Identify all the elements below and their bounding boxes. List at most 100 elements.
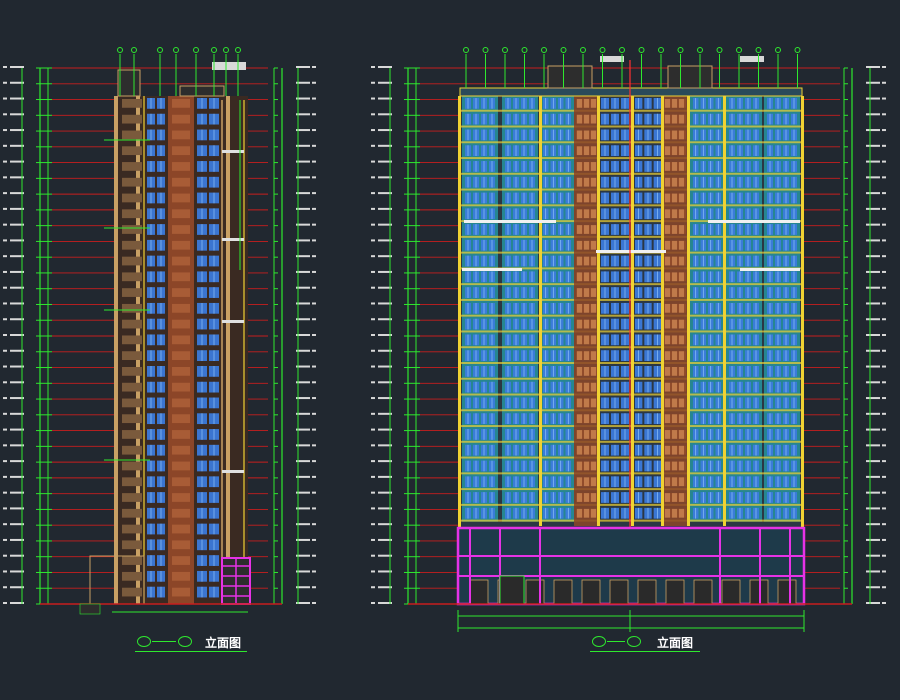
right-axis-bubble-top — [755, 47, 762, 53]
right-core-window — [577, 319, 582, 329]
left-outer-r-elev-mark — [312, 302, 316, 305]
right-core-window — [577, 382, 582, 392]
right-core-window — [577, 162, 582, 171]
right-core-window — [679, 114, 684, 124]
left-core-window — [172, 556, 190, 565]
left-side-window — [122, 587, 142, 597]
right-frame — [597, 96, 600, 526]
left-core-window — [172, 430, 190, 439]
left-side-window — [122, 272, 142, 282]
right-outer-elev-label — [378, 129, 392, 132]
left-side-window — [122, 130, 142, 140]
right-outer-r-elev-label — [866, 538, 880, 541]
right-core-window — [584, 461, 589, 471]
left-outer-elev-label — [10, 81, 24, 84]
right-core-window — [665, 240, 670, 250]
right-core-window — [665, 303, 670, 313]
right-outer-elev-label — [378, 349, 392, 352]
right-axis-bubble-top — [482, 47, 489, 53]
right-core-window — [665, 414, 670, 424]
right-core-window — [591, 162, 596, 171]
right-outer-elev-label — [378, 286, 392, 289]
left-outer-elev-mark — [3, 523, 7, 526]
right-outer-elev-label — [378, 318, 392, 321]
right-core-window — [665, 508, 670, 518]
right-core-window — [665, 162, 670, 171]
right-outer-elev-label — [378, 586, 392, 589]
right-frame — [687, 96, 690, 526]
right-outer-elev-label — [378, 239, 392, 242]
left-outer-elev-mark — [3, 129, 7, 132]
right-outer-r-elev-label — [866, 554, 880, 557]
right-outer-r-elev-mark — [882, 554, 886, 557]
left-side-window — [122, 351, 142, 360]
right-ledge — [462, 268, 522, 271]
right-shopfront — [469, 579, 489, 605]
right-core-window — [584, 414, 589, 424]
right-core-window — [672, 430, 677, 439]
left-outer-elev-label — [10, 444, 24, 447]
left-outer-elev-mark — [3, 176, 7, 179]
left-outer-elev-label — [10, 570, 24, 573]
left-outer-elev-mark — [3, 318, 7, 321]
left-outer-r-elev-label — [296, 412, 310, 415]
right-core-window — [679, 99, 684, 108]
left-outer-r-elev-mark — [312, 144, 316, 147]
left-outer-elev-label — [10, 491, 24, 494]
left-core-window — [172, 367, 190, 376]
left-core-window — [172, 335, 190, 345]
right-core-window — [679, 256, 684, 266]
right-core-window — [584, 367, 589, 376]
right-core-window — [672, 508, 677, 518]
right-core-window — [584, 240, 589, 250]
left-outer-elev-label — [10, 239, 24, 242]
left-outer-r-elev-mark — [312, 97, 316, 100]
left-outer-elev-label — [10, 302, 24, 305]
right-outer-elev-label — [378, 570, 392, 573]
right-core-window — [679, 351, 684, 360]
right-outer-elev-label — [378, 365, 392, 368]
left-outer-r-elev-label — [296, 81, 310, 84]
left-side-window — [122, 571, 142, 581]
left-outer-elev-mark — [3, 491, 7, 494]
left-outer-elev-mark — [3, 554, 7, 557]
right-core-window — [591, 382, 596, 392]
left-side-window — [122, 414, 142, 424]
left-outer-r-elev-mark — [312, 365, 316, 368]
left-outer-r-elev-mark — [312, 349, 316, 352]
left-outer-elev-mark — [3, 144, 7, 147]
right-outer-elev-label — [378, 270, 392, 273]
right-shopfront — [721, 579, 741, 605]
left-outer-r-elev-mark — [312, 507, 316, 510]
right-core-window — [591, 398, 596, 408]
left-callout-text — [222, 470, 244, 473]
left-core-window — [172, 146, 190, 156]
left-outer-elev-label — [10, 160, 24, 163]
left-outer-elev-label — [10, 223, 24, 226]
right-outer-r-elev-label — [866, 176, 880, 179]
right-outer-elev-label — [378, 507, 392, 510]
left-outer-elev-mark — [3, 381, 7, 384]
left-side-window — [122, 445, 142, 455]
right-core-window — [591, 130, 596, 140]
left-outer-r-elev-mark — [312, 66, 316, 68]
right-outer-r-elev-label — [866, 270, 880, 273]
right-core-window — [584, 256, 589, 266]
left-outer-elev-label — [10, 349, 24, 352]
left-core-window — [172, 162, 190, 171]
right-outer-elev-label — [378, 491, 392, 494]
right-axis-bubble-top — [463, 47, 469, 53]
right-core-window — [672, 461, 677, 471]
left-outer-r-elev-label — [296, 334, 310, 336]
right-axis-bubble-top — [736, 47, 742, 53]
left-outer-r-elev-mark — [312, 334, 316, 336]
right-core-window — [679, 288, 684, 297]
right-outer-elev-label — [378, 302, 392, 305]
right-outer-r-elev-label — [866, 428, 880, 431]
left-outer-elev-label — [10, 507, 24, 510]
right-core-window — [665, 99, 670, 108]
left-outer-r-elev-label — [296, 538, 310, 541]
right-outer-r-elev-label — [866, 412, 880, 415]
left-outer-r-elev-mark — [312, 460, 316, 463]
left-outer-r-elev-label — [296, 365, 310, 368]
